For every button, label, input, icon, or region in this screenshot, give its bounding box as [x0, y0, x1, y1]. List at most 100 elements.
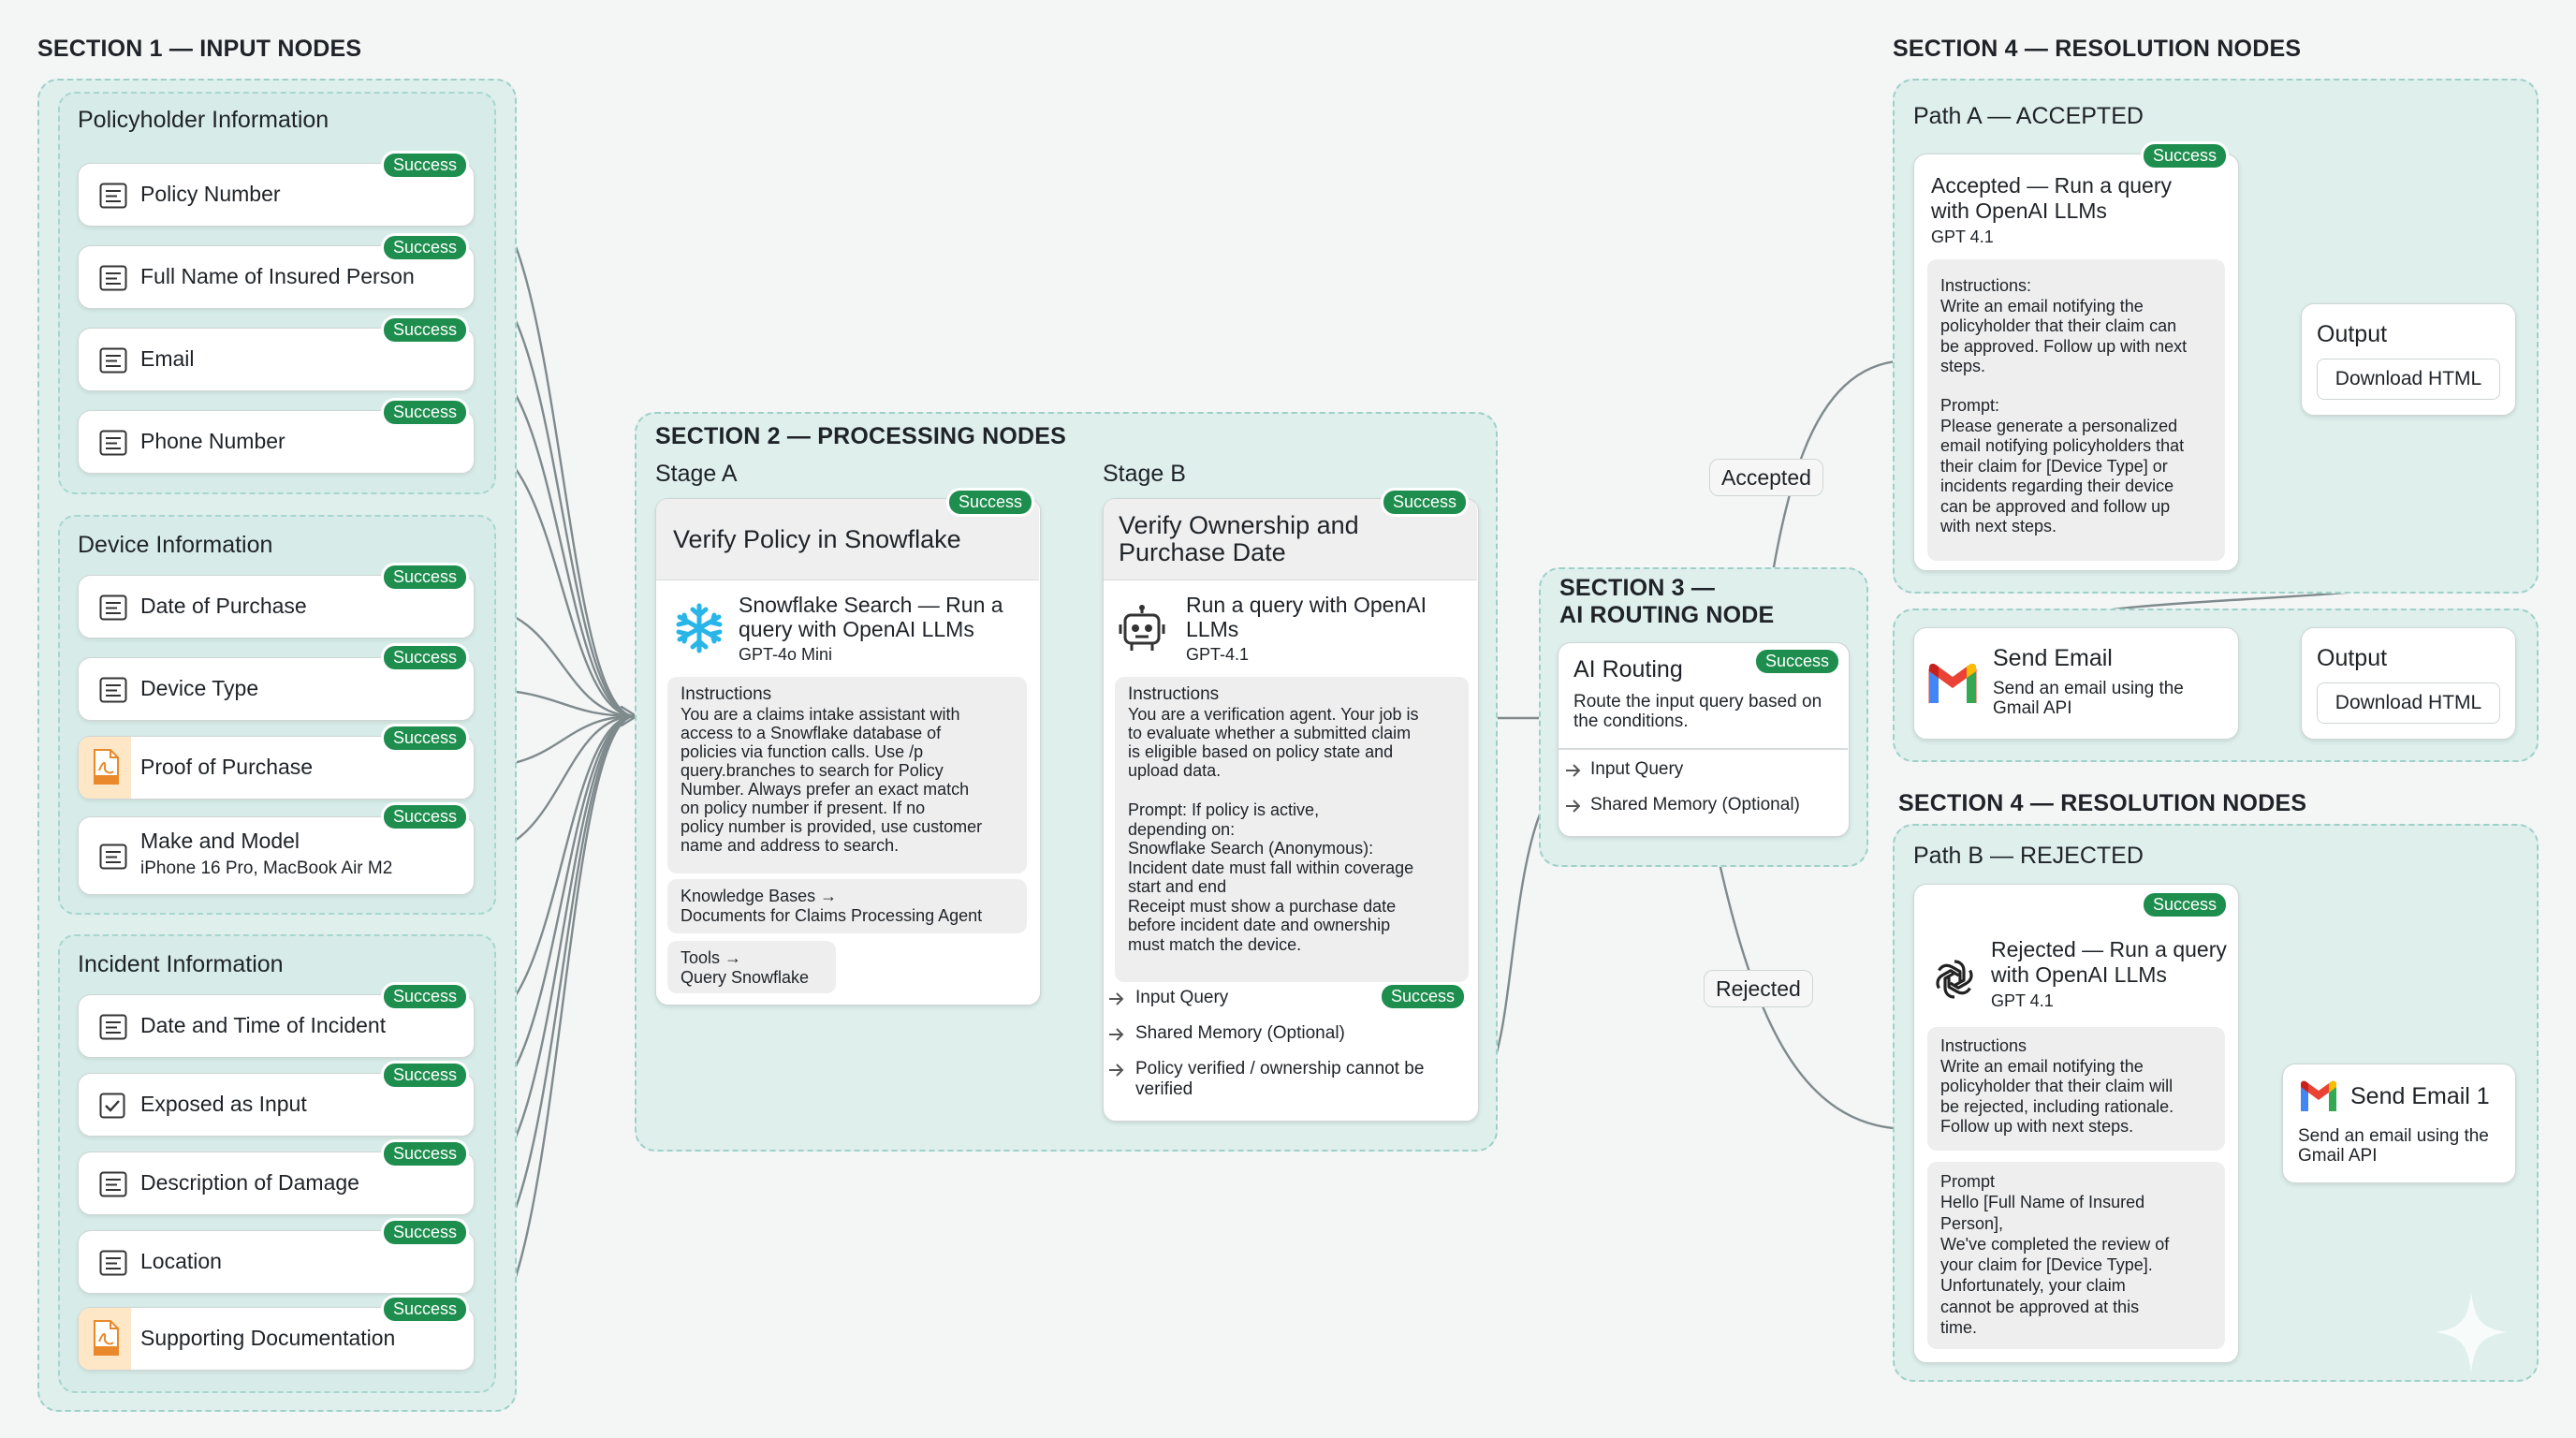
- status-badge: Success: [384, 1064, 467, 1087]
- status-badge: Success: [384, 154, 467, 177]
- status-badge: Success: [1382, 985, 1465, 1008]
- send-email-node[interactable]: Send Email Send an email using the Gmail…: [1913, 627, 2239, 740]
- output-2-title: Output: [2317, 645, 2388, 671]
- rejected-branch-label: Rejected: [1704, 970, 1813, 1007]
- input-node-make-and-model[interactable]: Make and Model iPhone 16 Pro, MacBook Ai…: [78, 816, 475, 895]
- stage-b-instructions: You are a verification agent. Your job i…: [1128, 705, 1419, 780]
- accepted-card-title: Accepted — Run a query with OpenAI LLMs: [1931, 173, 2172, 223]
- download-html-button[interactable]: Download HTML: [2317, 682, 2500, 724]
- status-badge: Success: [384, 985, 467, 1008]
- section-2-title: SECTION 2 — PROCESSING NODES: [655, 423, 1067, 449]
- wire-rejected: [1711, 832, 1910, 1131]
- group-policyholder-title: Policyholder Information: [78, 107, 329, 133]
- status-badge: Success: [384, 805, 467, 829]
- text-field-icon: [99, 1171, 127, 1197]
- input-label: Device Type: [140, 676, 259, 700]
- stage-b-tool-title: Run a query with OpenAI LLMs: [1186, 593, 1427, 641]
- rejected-card-title: Rejected — Run a query with OpenAI LLMs: [1991, 937, 2227, 987]
- stage-a-tool-title: Snowflake Search — Run a query with Open…: [739, 593, 1003, 641]
- output-1-title: Output: [2317, 321, 2388, 347]
- input-label: Date of Purchase: [140, 594, 307, 618]
- arrow-right-icon: [1566, 800, 1581, 813]
- ai-routing-title: AI Routing: [1573, 656, 1683, 682]
- stage-a-instructions-box: Instructions You are a claims intake ass…: [667, 677, 1027, 873]
- accepted-llm-card[interactable]: Accepted — Run a query with OpenAI LLMs …: [1913, 154, 2239, 571]
- text-field-icon: [99, 183, 127, 209]
- input-label: Email: [140, 346, 195, 371]
- send-email-1-node[interactable]: Send Email 1 Send an email using the Gma…: [2282, 1064, 2516, 1183]
- input-label: Supporting Documentation: [140, 1326, 396, 1350]
- send-email-1-description: Send an email using the Gmail API: [2298, 1126, 2489, 1166]
- accepted-card-prompt: Prompt: Please generate a personalized e…: [1940, 396, 2185, 536]
- input-label: Exposed as Input: [140, 1092, 307, 1116]
- status-badge: Success: [384, 726, 467, 750]
- text-field-icon: [99, 347, 127, 374]
- rejected-prompt-box: Prompt Hello [Full Name of Insured Perso…: [1927, 1162, 2225, 1349]
- robot-icon: [1119, 605, 1165, 651]
- text-field-icon: [99, 594, 127, 621]
- stage-b-card[interactable]: Verify Ownership and Purchase Date Run a…: [1103, 498, 1479, 1122]
- accepted-card-model: GPT 4.1: [1931, 227, 1994, 246]
- input-label: Location: [140, 1249, 222, 1273]
- stage-a-header: Verify Policy in Snowflake: [673, 525, 961, 553]
- rejected-card-model: GPT 4.1: [1991, 991, 2054, 1010]
- send-email-title: Send Email: [1993, 645, 2113, 671]
- path-a-title: Path A — ACCEPTED: [1913, 103, 2144, 129]
- accepted-card-instructions: Instructions: Write an email notifying t…: [1940, 276, 2188, 375]
- text-field-icon: [99, 430, 127, 456]
- input-label: Date and Time of Incident: [140, 1013, 387, 1037]
- send-email-description: Send an email using the Gmail API: [1993, 679, 2184, 718]
- stage-a-label: Stage A: [655, 461, 738, 487]
- group-device-title: Device Information: [78, 532, 273, 558]
- status-badge: Success: [949, 491, 1032, 514]
- snowflake-icon: [676, 603, 723, 653]
- stage-a-knowledge-bases[interactable]: Knowledge Bases → Documents for Claims P…: [667, 879, 1027, 933]
- text-field-icon: [99, 265, 127, 291]
- stage-a-tools[interactable]: Tools → Query Snowflake: [667, 941, 836, 993]
- arrow-right-icon: [1566, 764, 1581, 777]
- rejected-card-prompt: Prompt Hello [Full Name of Insured Perso…: [1940, 1172, 2170, 1338]
- stage-b-port-policy-verified[interactable]: Policy verified / ownership cannot be ve…: [1135, 1059, 1425, 1099]
- output-node-2[interactable]: Output Download HTML: [2301, 627, 2516, 740]
- stage-b-port-shared-memory[interactable]: Shared Memory (Optional): [1135, 1023, 1345, 1043]
- output-node-1[interactable]: Output Download HTML: [2301, 303, 2516, 416]
- openai-icon: [1936, 960, 1973, 999]
- status-badge: Success: [384, 1298, 467, 1321]
- stage-b-prompt: Prompt: If policy is active, depending o…: [1128, 800, 1414, 954]
- status-badge: Success: [1383, 491, 1467, 514]
- download-html-button[interactable]: Download HTML: [2317, 359, 2500, 400]
- text-field-icon: [99, 1014, 127, 1040]
- section-4a-title: SECTION 4 — RESOLUTION NODES: [1893, 36, 2302, 62]
- ai-routing-description: Route the input query based on the condi…: [1573, 692, 1822, 731]
- accepted-card-prompt-box: Instructions: Write an email notifying t…: [1927, 259, 2225, 561]
- path-b-title: Path B — REJECTED: [1913, 843, 2144, 869]
- stage-a-instructions: You are a claims intake assistant with a…: [681, 705, 983, 855]
- stage-b-port-input-query[interactable]: Input Query: [1135, 988, 1229, 1007]
- stage-a-card[interactable]: Verify Policy in Snowflake Snowflake Sea…: [655, 498, 1041, 1005]
- stage-b-instructions-label: Instructions: [1128, 684, 1220, 704]
- status-badge: Success: [384, 1142, 467, 1166]
- rejected-llm-card[interactable]: Rejected — Run a query with OpenAI LLMs …: [1913, 884, 2239, 1363]
- input-node-description-of-damage[interactable]: Description of Damage: [78, 1152, 475, 1215]
- text-field-icon: [99, 1250, 127, 1276]
- input-label: Full Name of Insured Person: [140, 264, 415, 288]
- ai-routing-card[interactable]: AI Routing Route the input query based o…: [1558, 642, 1850, 837]
- rejected-instructions-box: Instructions Write an email notifying th…: [1927, 1027, 2225, 1151]
- pdf-file-icon: [94, 749, 119, 785]
- text-field-icon: [99, 844, 127, 870]
- status-badge: Success: [384, 318, 467, 342]
- stage-a-model: GPT-4o Mini: [739, 645, 833, 664]
- stage-b-instructions-box: Instructions You are a verification agen…: [1115, 677, 1469, 982]
- status-badge: Success: [384, 565, 467, 589]
- ai-routing-port-shared-memory[interactable]: Shared Memory (Optional): [1590, 795, 1800, 814]
- input-node-email[interactable]: Email: [78, 328, 475, 391]
- status-badge: Success: [2144, 893, 2227, 917]
- section-3-title: SECTION 3 — AI ROUTING NODE: [1559, 575, 1775, 628]
- status-badge: Success: [1756, 650, 1839, 673]
- stage-b-model: GPT-4.1: [1186, 645, 1250, 664]
- accepted-branch-label: Accepted: [1709, 459, 1823, 496]
- arrow-right-icon: [1109, 1028, 1124, 1041]
- status-badge: Success: [384, 236, 467, 259]
- ai-routing-port-input-query[interactable]: Input Query: [1590, 759, 1684, 779]
- checkbox-icon: [99, 1093, 125, 1119]
